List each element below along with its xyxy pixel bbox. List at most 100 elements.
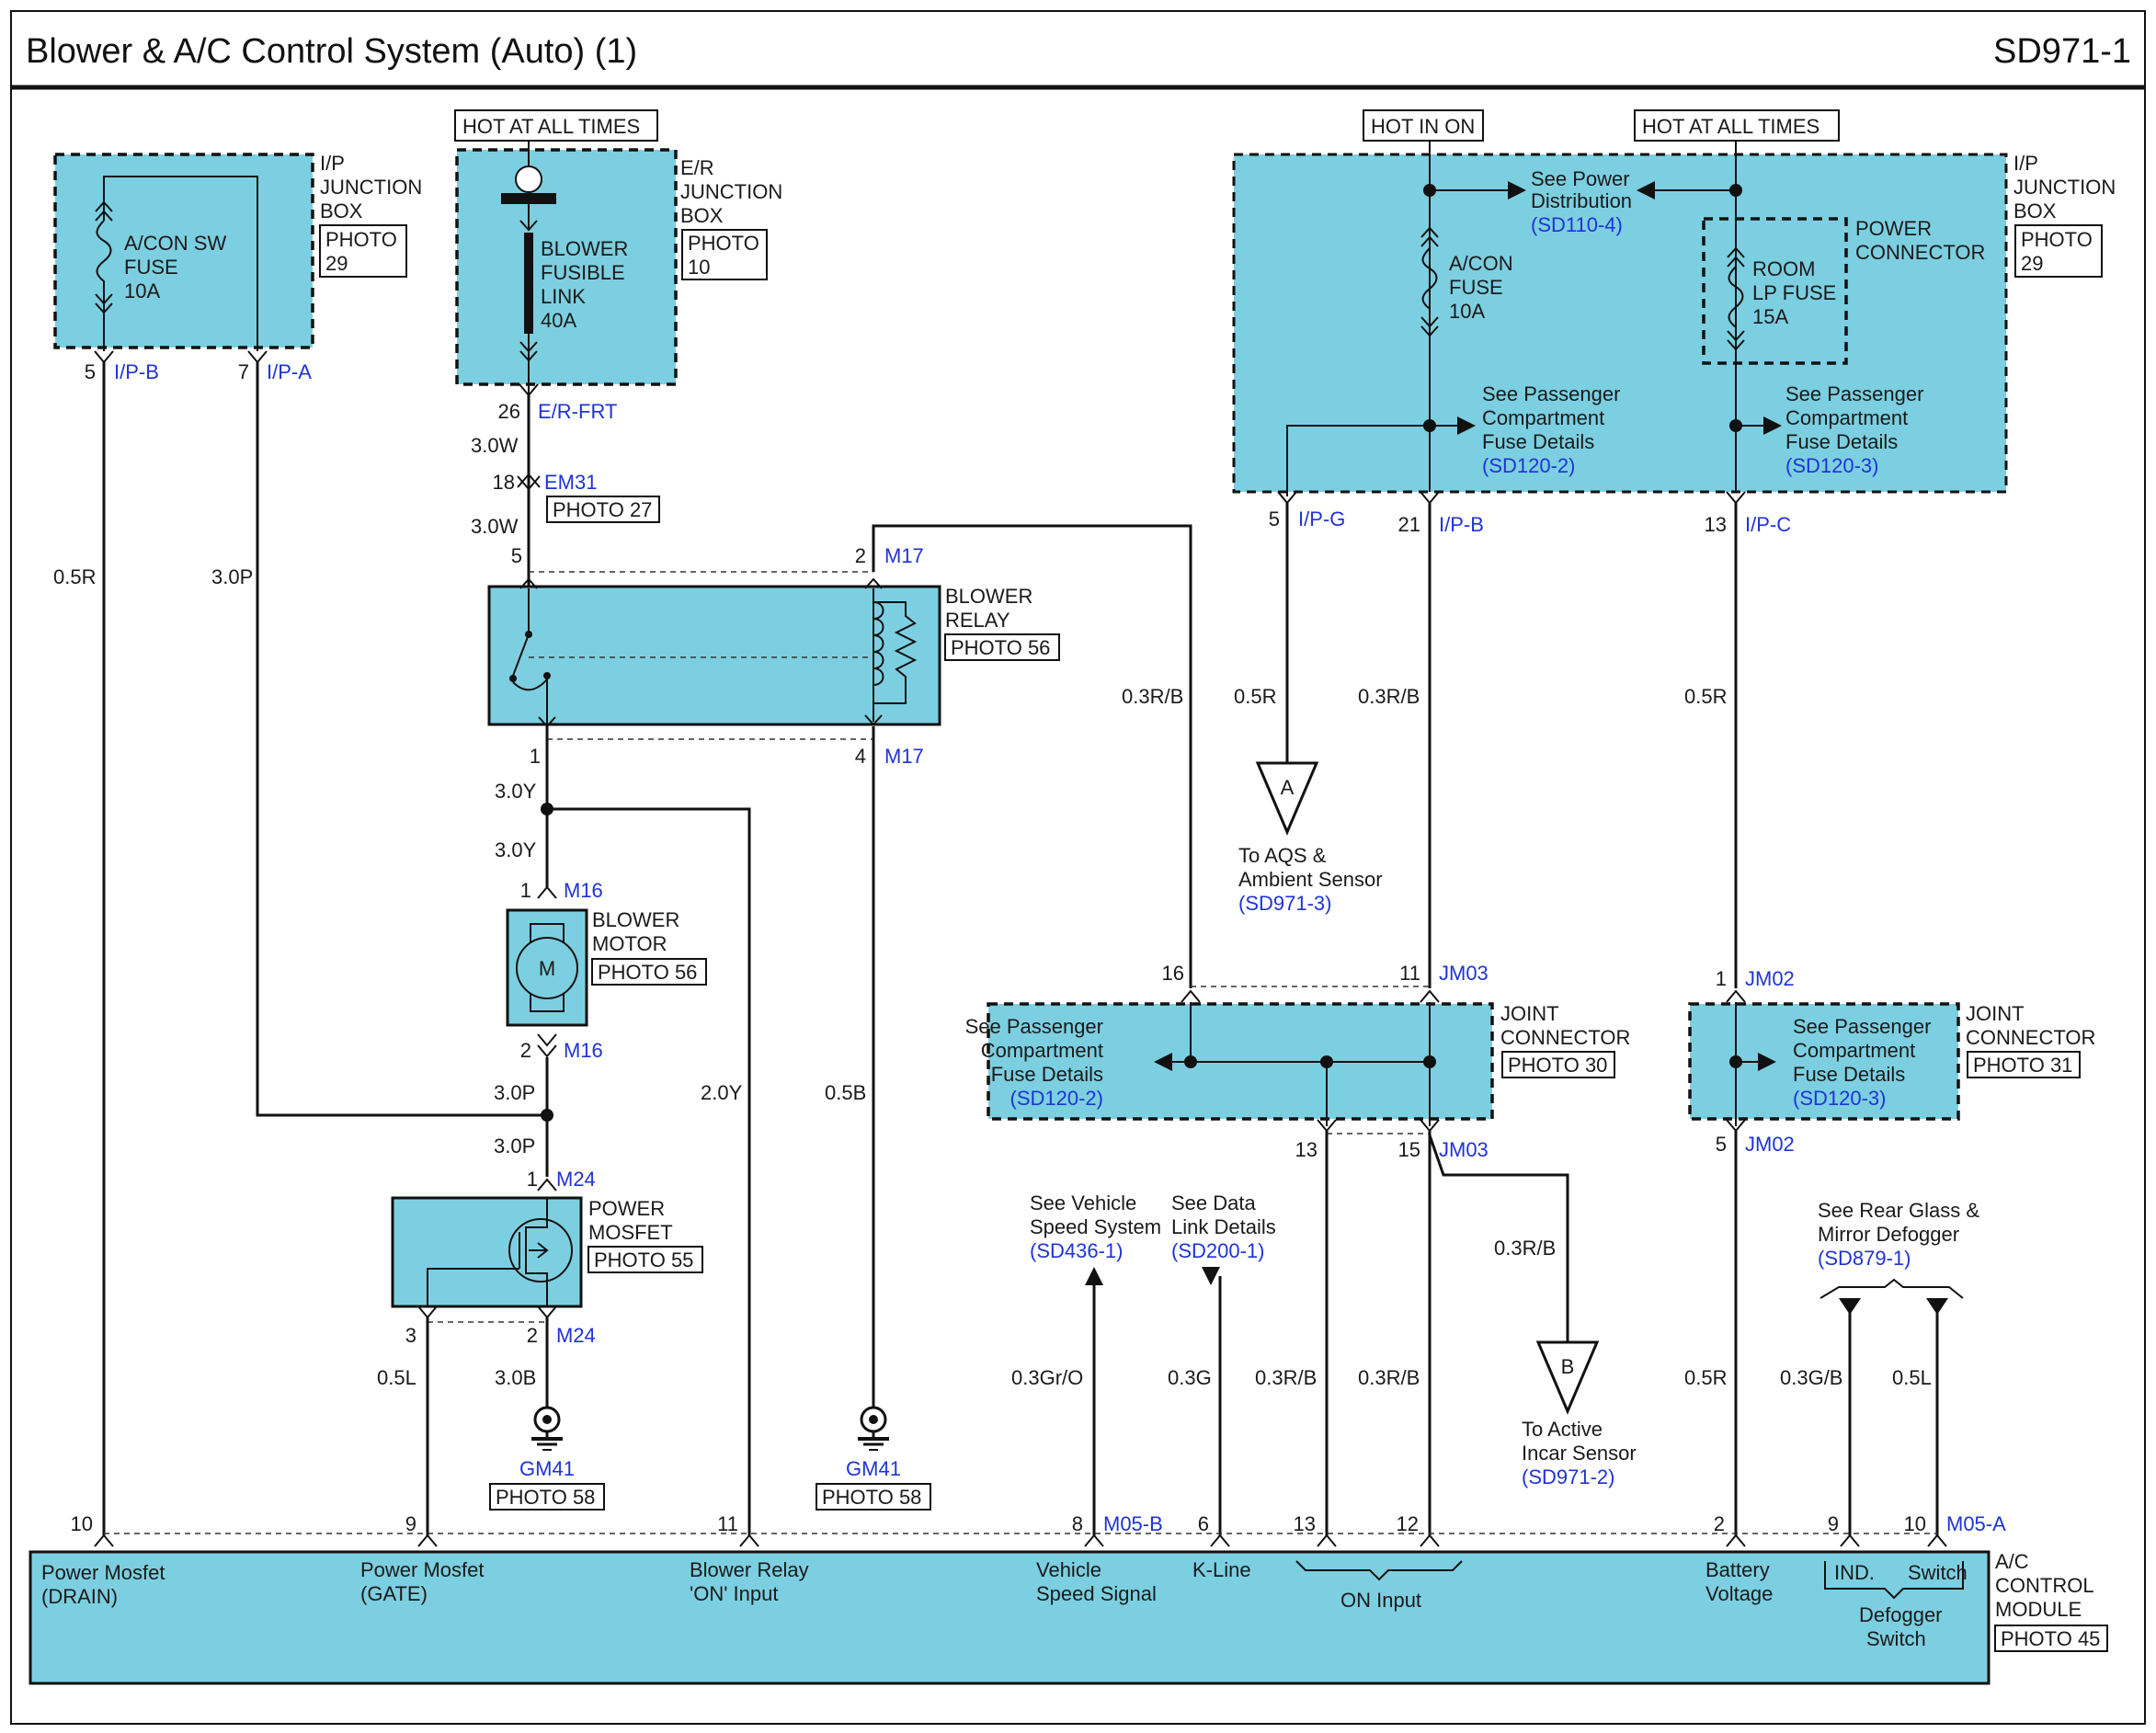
svg-text:LINK: LINK: [541, 285, 586, 308]
power-connector: [1702, 217, 1848, 365]
svg-text:Compartment: Compartment: [981, 1039, 1103, 1062]
mosfet-connector-m24-bottom: M24: [556, 1324, 596, 1347]
svg-text:Fuse Details: Fuse Details: [1785, 430, 1898, 453]
module-pin-8: 8: [1072, 1512, 1083, 1535]
ip-jb-right-photo: PHOTO: [2021, 228, 2093, 251]
ac-control-module: [29, 1550, 1991, 1685]
joint31-pin-5: 5: [1716, 1133, 1727, 1156]
pin-5-ipg: 5: [1269, 507, 1280, 530]
joint30-pin-11: 11: [1399, 962, 1420, 985]
see-vehicle-speed-system: See Vehicle Speed System (SD436-1): [1030, 1191, 1161, 1262]
svg-text:MOSFET: MOSFET: [588, 1221, 673, 1244]
svg-text:Power Mosfet: Power Mosfet: [360, 1558, 485, 1581]
svg-text:BOX: BOX: [320, 200, 363, 222]
joint31-photo: PHOTO 31: [1973, 1054, 2072, 1077]
module-pin-terminal: [1840, 1533, 1860, 1547]
diagram-title: Blower & A/C Control System (Auto) (1): [26, 32, 637, 71]
joint30-connector-jm03-bottom: JM03: [1439, 1138, 1489, 1161]
connector-m05-b: M05-B: [1103, 1512, 1163, 1535]
ground-gm41-1: [531, 1406, 563, 1451]
see-power-distribution: See Power Distribution (SD110-4): [1531, 167, 1632, 236]
motor-pin-1: 1: [520, 879, 531, 902]
module-pin-terminal: [1084, 1533, 1104, 1547]
svg-text:CONNECTOR: CONNECTOR: [1966, 1026, 2095, 1049]
svg-text:E/R: E/R: [680, 156, 714, 179]
wire-30W-2: 3.0W: [471, 515, 519, 538]
svg-text:CONNECTOR: CONNECTOR: [1855, 241, 1985, 264]
connector-b-letter: B: [1561, 1355, 1575, 1378]
module-label-defogger-switch: Defogger Switch: [1859, 1603, 1943, 1650]
blower-relay-photo: PHOTO 56: [951, 636, 1050, 659]
ground-gm41-2-photo: PHOTO 58: [822, 1486, 921, 1509]
svg-text:(SD971-3): (SD971-3): [1238, 892, 1331, 915]
svg-text:See Passenger: See Passenger: [1785, 382, 1923, 405]
motor-connector-m16-bottom: M16: [564, 1039, 603, 1062]
er-junction-box-label: E/R JUNCTION BOX: [680, 156, 782, 227]
svg-text:10A: 10A: [124, 279, 160, 302]
diagram-code: SD971-1: [1993, 32, 2131, 71]
connector-ipb-right: I/P-B: [1439, 513, 1484, 536]
joint31-connector-jm02-bottom: JM02: [1745, 1133, 1795, 1156]
svg-text:I/P: I/P: [2013, 152, 2038, 175]
svg-text:MODULE: MODULE: [1995, 1598, 2082, 1621]
wire-03RB-13: 0.3R/B: [1255, 1366, 1317, 1389]
relay-pin-1: 1: [530, 745, 541, 768]
svg-text:A/CON SW: A/CON SW: [124, 232, 226, 255]
svg-text:See Vehicle: See Vehicle: [1030, 1191, 1136, 1214]
blower-motor-photo: PHOTO 56: [598, 961, 697, 984]
module-pin-terminal: [1726, 1533, 1746, 1547]
relay-connector-m17-top: M17: [884, 544, 924, 567]
connector-m05-a: M05-A: [1946, 1512, 2006, 1535]
relay-pin-2: 2: [855, 544, 866, 567]
see-passenger-fuse-1: See Passenger Compartment Fuse Details (…: [1482, 382, 1620, 477]
svg-text:Compartment: Compartment: [1793, 1039, 1915, 1062]
svg-text:Blower Relay: Blower Relay: [690, 1558, 809, 1581]
joint31-connector-jm02-top: JM02: [1745, 967, 1795, 990]
ac-control-module-label: A/C CONTROL MODULE: [1995, 1550, 2094, 1621]
svg-text:A/C: A/C: [1995, 1550, 2029, 1573]
module-pin-terminal: [94, 1533, 114, 1547]
connector-ipc: I/P-C: [1745, 513, 1791, 536]
svg-text:Distribution: Distribution: [1531, 189, 1632, 212]
svg-text:Defogger: Defogger: [1859, 1603, 1943, 1626]
module-pin-10: 10: [1904, 1512, 1926, 1535]
svg-text:Speed Signal: Speed Signal: [1036, 1582, 1157, 1605]
wire-30P-left: 3.0P: [211, 565, 253, 588]
joint30-see-passenger: See Passenger Compartment Fuse Details (…: [965, 1015, 1103, 1110]
hot-in-on: HOT IN ON: [1371, 115, 1475, 138]
mosfet-pin-3: 3: [405, 1324, 416, 1347]
ip-jb-left-photo: PHOTO: [325, 228, 397, 251]
svg-text:(SD120-3): (SD120-3): [1785, 454, 1878, 477]
pin-13-ipc: 13: [1705, 513, 1727, 536]
joint-connector-31-label: JOINT CONNECTOR: [1966, 1002, 2095, 1049]
wire-30P-1: 3.0P: [494, 1081, 535, 1104]
svg-text:Voltage: Voltage: [1705, 1582, 1773, 1605]
svg-text:(SD436-1): (SD436-1): [1030, 1239, 1123, 1262]
connector-b-destination: To Active Incar Sensor (SD971-2): [1522, 1418, 1637, 1488]
module-pin-2: 2: [1714, 1512, 1725, 1535]
svg-text:Mirror Defogger: Mirror Defogger: [1818, 1223, 1959, 1246]
svg-text:See Power: See Power: [1531, 167, 1630, 190]
wire-05B: 0.5B: [825, 1081, 866, 1104]
module-label-kline: K-Line: [1192, 1558, 1251, 1581]
svg-text:(SD110-4): (SD110-4): [1531, 213, 1623, 236]
connector-a: [1255, 761, 1319, 836]
module-pin-6: 6: [1198, 1512, 1209, 1535]
svg-text:15A: 15A: [1752, 305, 1788, 328]
wire-30Y-1: 3.0Y: [495, 780, 537, 803]
acon-fuse-label: A/CON FUSE 10A: [1449, 252, 1513, 323]
power-mosfet-label: POWER MOSFET: [588, 1197, 673, 1244]
see-passenger-fuse-2: See Passenger Compartment Fuse Details (…: [1785, 382, 1923, 477]
wire-20Y: 2.0Y: [701, 1081, 743, 1104]
svg-text:Fuse Details: Fuse Details: [991, 1063, 1103, 1086]
svg-text:LP FUSE: LP FUSE: [1752, 281, 1836, 304]
connector-b: [1535, 1340, 1600, 1415]
connector-ipg: I/P-G: [1298, 507, 1345, 530]
pin-18: 18: [493, 471, 515, 494]
motor-pin-2: 2: [520, 1039, 531, 1062]
wire-03RB-b: 0.3R/B: [1494, 1237, 1556, 1260]
svg-text:(SD120-2): (SD120-2): [1010, 1087, 1103, 1110]
svg-text:BLOWER: BLOWER: [945, 585, 1032, 608]
svg-text:FUSE: FUSE: [124, 256, 178, 279]
joint30-pin-16: 16: [1162, 962, 1184, 985]
